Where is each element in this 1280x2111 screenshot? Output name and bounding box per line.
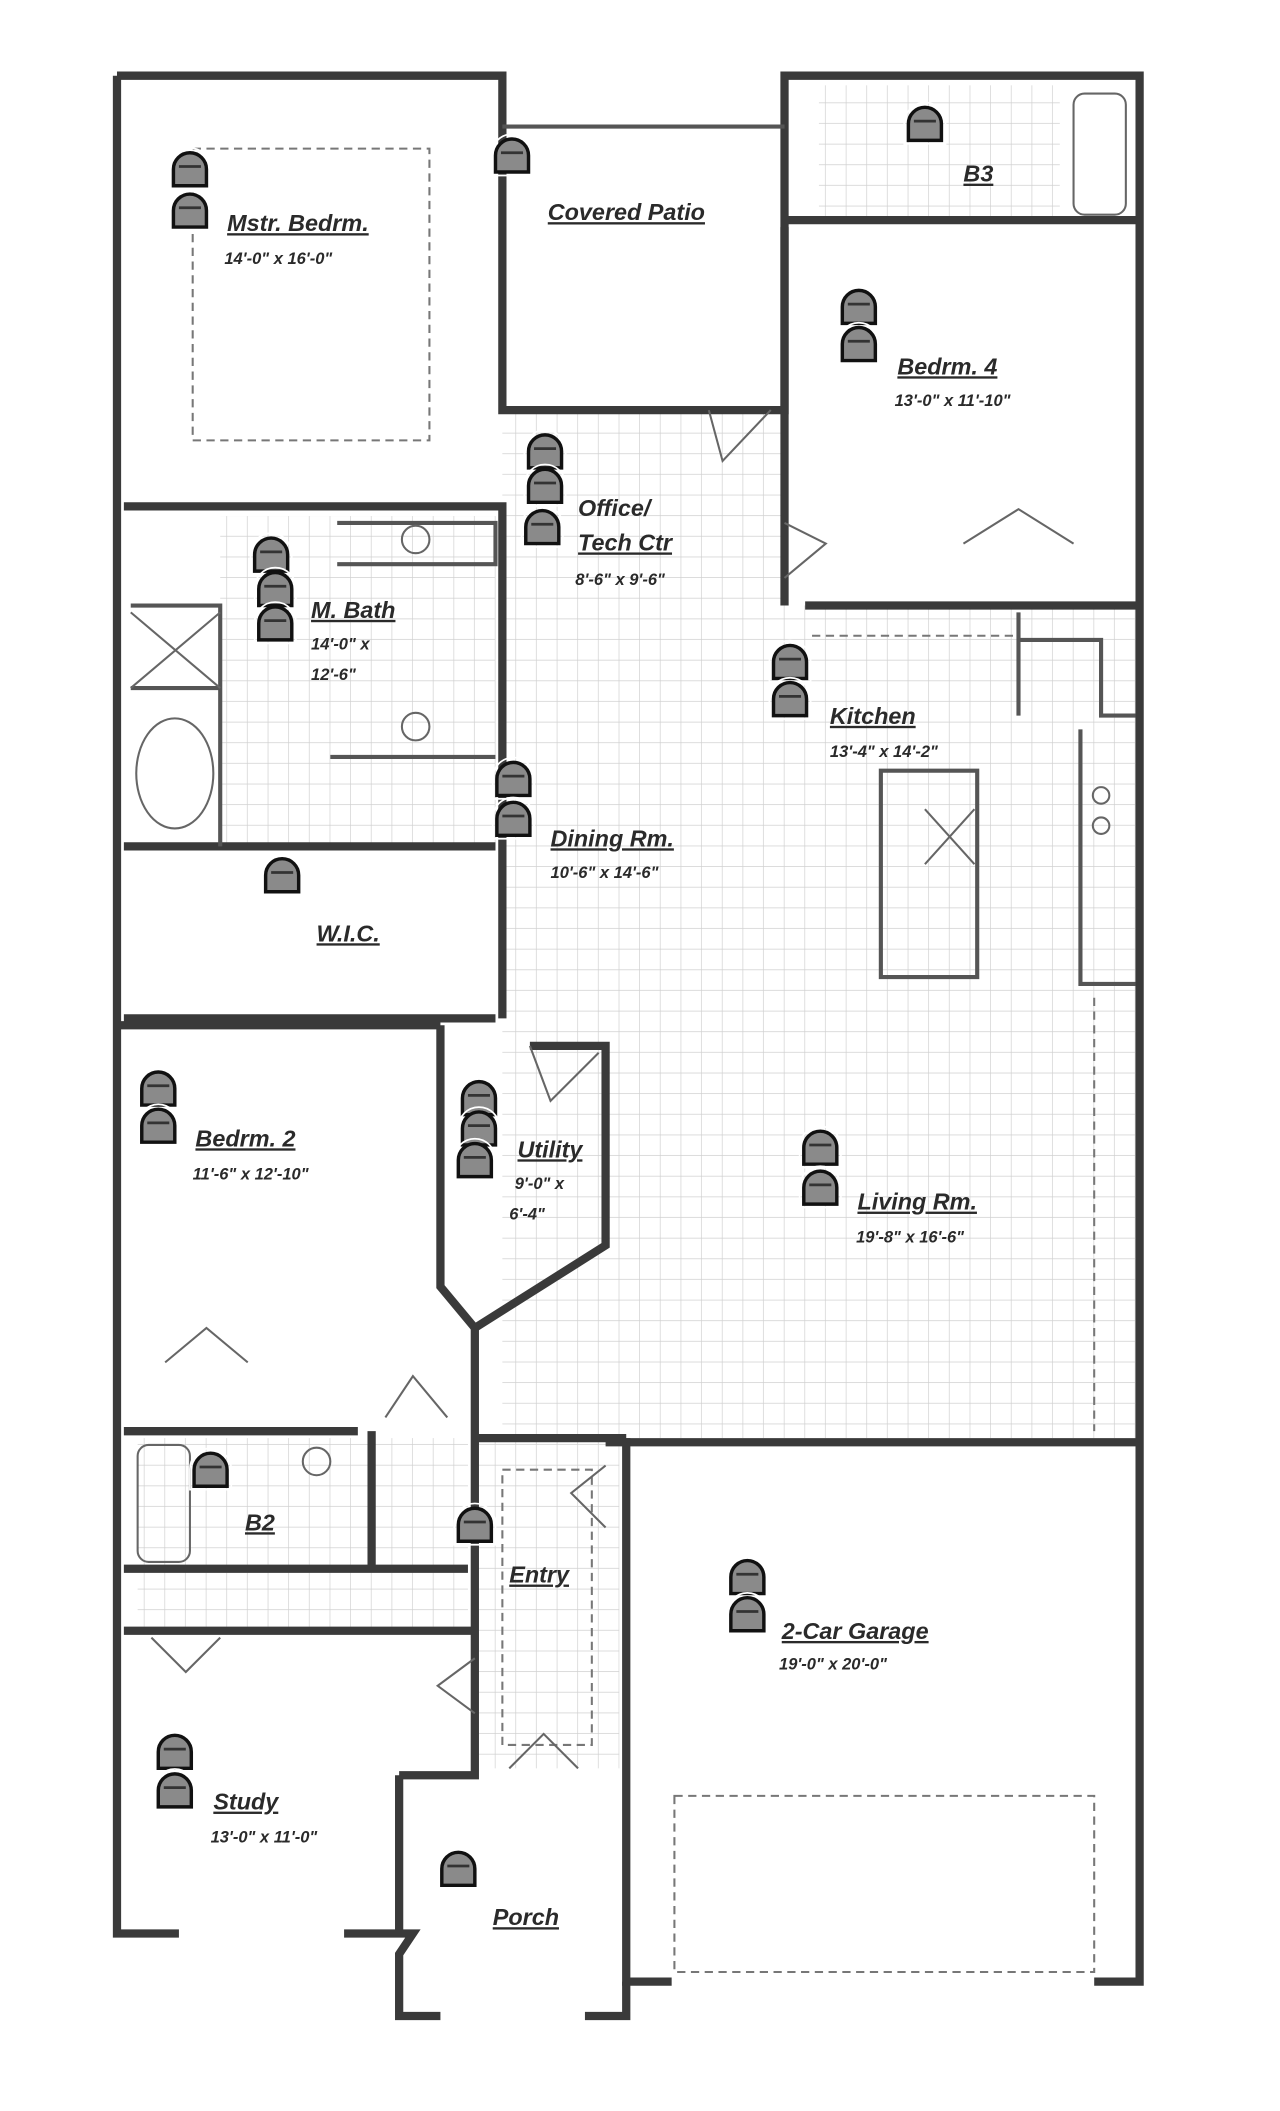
room-label-b3: B3 <box>963 161 993 187</box>
camera-view-marker[interactable] <box>489 132 535 178</box>
camera-view-marker[interactable] <box>167 187 213 233</box>
camera-view-marker[interactable] <box>724 1554 770 1599</box>
camera-view-marker[interactable] <box>188 1446 233 1492</box>
camera-view-marker[interactable] <box>767 676 813 721</box>
camera-view-marker[interactable] <box>491 755 536 801</box>
camera-view-marker[interactable] <box>767 638 813 684</box>
camera-view-marker[interactable] <box>836 283 882 329</box>
camera-view-marker[interactable] <box>797 1124 843 1170</box>
room-label-living: Living Rm. <box>857 1189 976 1215</box>
room-dims-master-bath-2: 12'-6" <box>311 666 356 684</box>
camera-view-marker[interactable] <box>836 320 882 366</box>
camera-view-marker[interactable] <box>252 600 298 646</box>
camera-view-marker[interactable] <box>452 1137 498 1182</box>
room-label-porch: Porch <box>493 1904 559 1930</box>
room-label-entry: Entry <box>509 1562 570 1588</box>
dashed-outlines <box>191 147 1096 1974</box>
room-dims-living: 19'-8" x 16'-6" <box>856 1229 964 1247</box>
room-label-garage: 2-Car Garage <box>781 1618 929 1644</box>
room-label-dining: Dining Rm. <box>551 825 674 851</box>
camera-view-marker[interactable] <box>724 1591 770 1636</box>
room-dims-office: 8'-6" x 9'-6" <box>575 571 665 589</box>
camera-view-marker[interactable] <box>435 1845 481 1891</box>
room-label-master-bedroom: Mstr. Bedrm. <box>227 210 369 236</box>
camera-view-marker[interactable] <box>259 852 305 897</box>
camera-view-marker[interactable] <box>519 504 565 549</box>
doors <box>150 409 1075 1770</box>
room-dims-master-bedroom: 14'-0" x 16'-0" <box>224 250 332 268</box>
room-dims-study: 13'-0" x 11'-0" <box>211 1829 318 1847</box>
camera-view-marker[interactable] <box>452 1501 498 1547</box>
camera-view-marker[interactable] <box>152 1728 198 1774</box>
room-label-master-bath: M. Bath <box>311 597 395 623</box>
room-label-bedroom2: Bedrm. 2 <box>195 1125 295 1151</box>
room-label-kitchen: Kitchen <box>830 703 916 729</box>
camera-view-marker[interactable] <box>152 1767 198 1813</box>
camera-view-marker[interactable] <box>491 795 536 841</box>
tile-floor <box>137 85 1136 1769</box>
walls <box>112 71 1144 2021</box>
room-label-covered-patio: Covered Patio <box>548 199 705 225</box>
room-dims-master-bath: 14'-0" x <box>311 636 370 654</box>
room-dims-dining: 10'-6" x 14'-6" <box>551 864 659 882</box>
room-label-wic: W.I.C. <box>317 920 380 946</box>
room-label-b2: B2 <box>245 1509 275 1535</box>
camera-view-marker[interactable] <box>902 100 948 146</box>
room-labels: Mstr. Bedrm. 14'-0" x 16'-0" Covered Pat… <box>193 161 1011 1931</box>
room-dims-bedroom2: 11'-6" x 12'-10" <box>193 1165 309 1183</box>
room-label-bedroom4: Bedrm. 4 <box>897 353 997 379</box>
room-dims-bedroom4: 13'-0" x 11'-10" <box>895 392 1011 410</box>
room-label-office-2: Tech Ctr <box>578 529 674 555</box>
room-label-utility: Utility <box>518 1136 584 1162</box>
room-dims-utility-2: 6'-4" <box>509 1205 545 1223</box>
camera-view-marker[interactable] <box>135 1102 181 1148</box>
room-label-study: Study <box>213 1789 279 1815</box>
camera-view-marker[interactable] <box>135 1065 181 1111</box>
camera-view-marker[interactable] <box>797 1164 843 1210</box>
camera-view-marker[interactable] <box>167 146 213 191</box>
room-dims-utility: 9'-0" x <box>515 1175 565 1193</box>
room-label-office: Office/ <box>578 495 653 521</box>
room-dims-kitchen: 13'-4" x 14'-2" <box>830 743 938 761</box>
camera-view-marker[interactable] <box>522 462 568 508</box>
room-dims-garage: 19'-0" x 20'-0" <box>779 1655 887 1673</box>
